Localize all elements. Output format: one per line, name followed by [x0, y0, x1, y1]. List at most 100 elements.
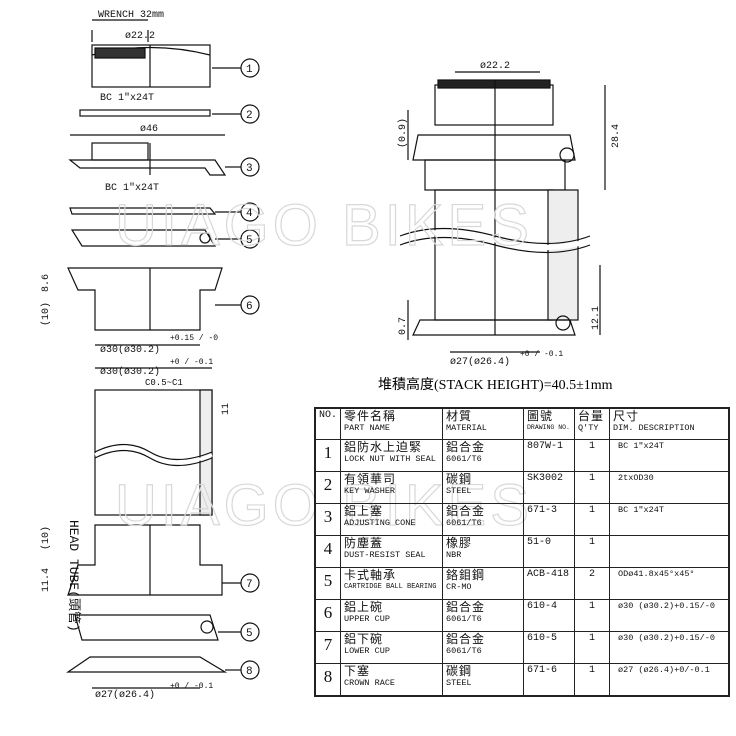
cell-drawing: 610-5 [523, 631, 576, 664]
cell-dim: ø30 (ø30.2)+0.15/-0 [609, 599, 730, 632]
cell-dim: BC 1"x24T [609, 439, 730, 472]
dim-8-6: 8.6 [41, 274, 52, 292]
callout-7: 7 [246, 579, 253, 591]
callout-1: 1 [246, 64, 253, 76]
dim-d46: ø46 [140, 124, 158, 135]
part-key-washer [79, 109, 211, 117]
tol-upper-cup: +0.15 / -0 [170, 334, 218, 343]
callout-6: 6 [246, 301, 253, 313]
watermark-upper: UIAGO BIKES [115, 193, 533, 258]
part-lower-cup [67, 524, 223, 596]
cell-dim: ODø41.8x45°x45° [609, 567, 730, 600]
part-adjusting-cone [68, 134, 227, 176]
callout-3: 3 [246, 163, 253, 175]
cell-no: 6 [314, 599, 342, 632]
part-lock-nut [91, 44, 211, 88]
cell-drawing: 610-4 [523, 599, 576, 632]
callout-5: 5 [246, 235, 253, 247]
tol-crown: +0 / -0.1 [170, 682, 213, 691]
cell-no: 8 [314, 663, 342, 697]
cell-qty: 1 [574, 535, 611, 568]
cell-qty: 2 [574, 567, 611, 600]
cell-dim: ø30 (ø30.2)+0.15/-0 [609, 631, 730, 664]
cell-drawing: 807W-1 [523, 439, 576, 472]
asm-dim-12-1: 12.1 [591, 306, 602, 330]
dim-11-4: 11.4 [41, 568, 52, 592]
callout-2: 2 [246, 110, 253, 122]
asm-dim-crown: ø27(ø26.4) [450, 356, 510, 368]
cell-qty: 1 [574, 439, 611, 472]
cell-qty: 1 [574, 471, 611, 504]
cell-drawing: 51-0 [523, 535, 576, 568]
cell-no: 4 [314, 535, 342, 568]
tol-head-tube: +0 / -0.1 [170, 358, 213, 367]
cell-drawing: ACB-418 [523, 567, 576, 600]
head-tube-label: HEAD TUBE(頭管) [66, 520, 81, 632]
cell-qty: 1 [574, 631, 611, 664]
dim-lower-10: (10) [40, 526, 52, 550]
part-bearing-upper [70, 229, 217, 247]
cell-drawing: 671-6 [523, 663, 576, 697]
head-tube [94, 389, 213, 516]
wrench-label: WRENCH 32mm [98, 10, 164, 21]
asm-tol-crown: +0 / -0.1 [520, 350, 563, 359]
chamfer-label: C0.5~C1 [145, 378, 183, 388]
part-dust-seal [69, 207, 217, 215]
dim-bc-top: BC 1"x24T [100, 92, 154, 104]
part-bearing-lower [74, 614, 219, 641]
cell-drawing: 671-3 [523, 503, 576, 536]
cell-no: 5 [314, 567, 342, 600]
asm-dim-d22: ø22.2 [480, 61, 510, 72]
dim-bc-cone: BC 1"x24T [105, 182, 159, 194]
asm-dim-0-7: 0.7 [398, 317, 409, 335]
dim-crown: ø27(ø26.4) [95, 689, 155, 701]
cell-dim: 2txOD30 [609, 471, 730, 504]
cell-dim: BC 1"x24T [609, 503, 730, 536]
header-no: NO. [314, 407, 342, 440]
callouts [212, 58, 260, 680]
dim-d22: ø22.2 [125, 31, 155, 42]
part-crown-race [66, 656, 228, 673]
part-upper-cup [67, 267, 223, 331]
cell-qty: 1 [574, 503, 611, 536]
asm-dim-28-4: 28.4 [611, 124, 622, 148]
cell-no: 3 [314, 503, 342, 536]
cell-no: 2 [314, 471, 342, 504]
cell-dim [609, 535, 730, 568]
dim-11: 11 [221, 403, 232, 415]
cell-no: 7 [314, 631, 342, 664]
cell-qty: 1 [574, 599, 611, 632]
callout-5-lower: 5 [246, 628, 253, 640]
cell-drawing: SK3002 [523, 471, 576, 504]
cell-dim: ø27 (ø26.4)+0/-0.1 [609, 663, 730, 697]
